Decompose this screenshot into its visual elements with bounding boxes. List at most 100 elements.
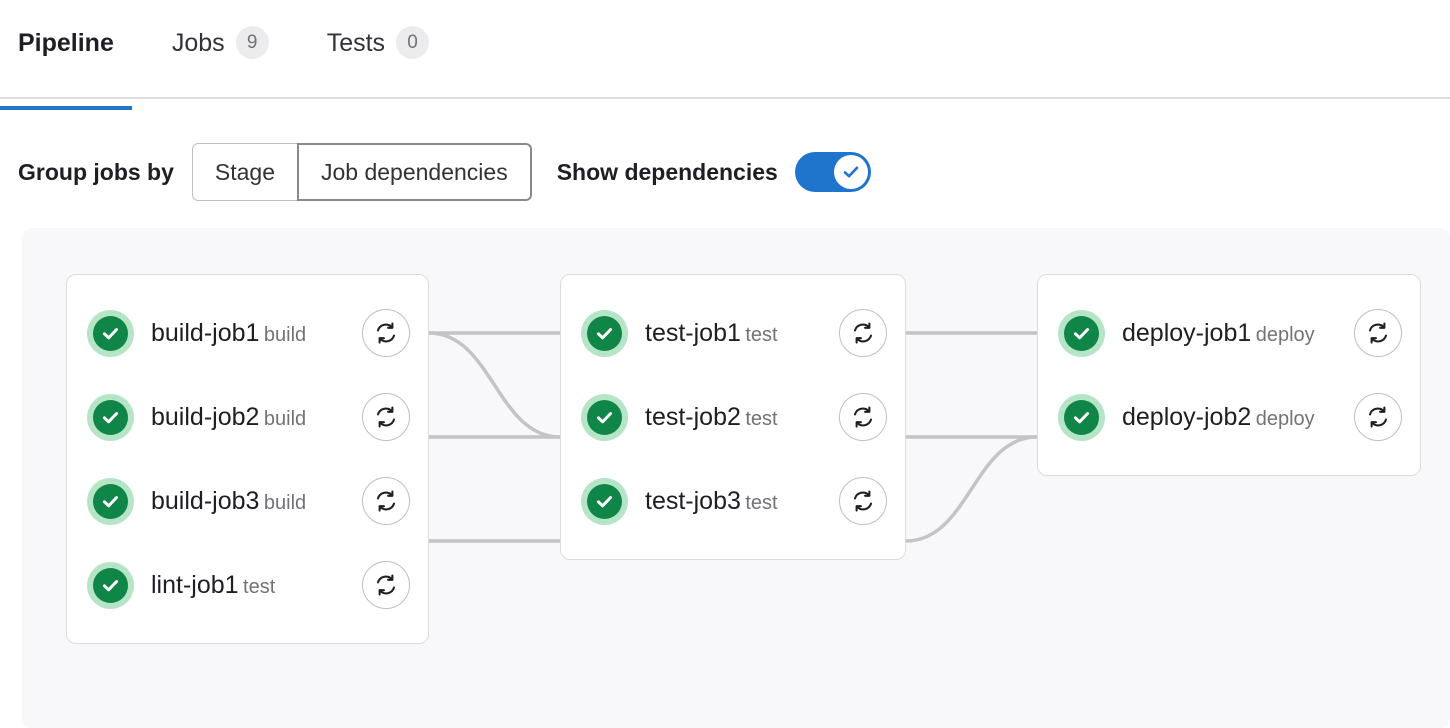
job-stage: test — [745, 491, 778, 514]
job-text: test-job2 test — [645, 403, 825, 432]
check-icon — [102, 411, 119, 423]
status-success-icon — [1058, 393, 1105, 441]
retry-button[interactable] — [362, 561, 410, 609]
job-row-test-job1[interactable]: test-job1 test — [561, 291, 905, 375]
status-success-icon — [87, 393, 134, 441]
job-name: build-job2 — [151, 402, 260, 431]
check-icon — [596, 327, 613, 339]
retry-button[interactable] — [839, 477, 887, 525]
job-text: deploy-job2 deploy — [1122, 403, 1340, 432]
job-name: test-job3 — [645, 486, 741, 515]
retry-icon — [1368, 406, 1388, 428]
job-row-build-job2[interactable]: build-job2 build — [67, 375, 428, 459]
link-test-job3-deploy-job2 — [904, 435, 1039, 543]
check-icon — [843, 166, 859, 178]
job-text: build-job2 build — [151, 403, 348, 432]
check-icon — [1073, 411, 1090, 423]
job-name: test-job2 — [645, 402, 741, 431]
retry-button[interactable] — [362, 309, 410, 357]
check-icon — [596, 495, 613, 507]
tab-jobs[interactable]: Jobs 9 — [172, 22, 293, 63]
job-card-group-1: build-job1 build — [66, 274, 429, 644]
retry-icon — [1368, 322, 1388, 344]
job-text: build-job3 build — [151, 487, 348, 516]
tab-pipeline-label: Pipeline — [18, 28, 114, 57]
job-row-lint-job1[interactable]: lint-job1 test — [67, 543, 428, 627]
job-row-build-job1[interactable]: build-job1 build — [67, 291, 428, 375]
retry-button[interactable] — [1354, 309, 1402, 357]
job-name: deploy-job2 — [1122, 402, 1252, 431]
job-stage: build — [263, 407, 307, 430]
job-card-group-2: test-job1 test — [560, 274, 906, 560]
tab-list: Pipeline Jobs 9 Tests 0 — [0, 22, 487, 110]
job-text: test-job3 test — [645, 487, 825, 516]
job-row-deploy-job2[interactable]: deploy-job2 deploy — [1038, 375, 1420, 459]
retry-button[interactable] — [839, 393, 887, 441]
retry-icon — [853, 322, 873, 344]
status-success-icon — [581, 309, 628, 357]
job-row-deploy-job1[interactable]: deploy-job1 deploy — [1038, 291, 1420, 375]
retry-icon — [853, 490, 873, 512]
group-jobs-by-label: Group jobs by — [18, 159, 174, 185]
tab-tests[interactable]: Tests 0 — [327, 22, 453, 63]
group-jobs-by-segmented-control[interactable]: Stage Job dependencies — [191, 143, 532, 201]
job-name: test-job1 — [645, 318, 741, 347]
retry-button[interactable] — [839, 309, 887, 357]
graph-column-1: build-job1 build — [66, 274, 429, 644]
status-success-icon — [581, 393, 628, 441]
check-icon — [102, 327, 119, 339]
job-stage: build — [263, 323, 307, 346]
graph-column-2: test-job1 test — [560, 274, 906, 560]
retry-icon — [376, 574, 396, 596]
check-icon — [102, 495, 119, 507]
tab-pipeline[interactable]: Pipeline — [0, 24, 138, 110]
job-text: lint-job1 test — [151, 571, 348, 600]
retry-icon — [853, 406, 873, 428]
job-stage: test — [745, 323, 778, 346]
retry-button[interactable] — [1354, 393, 1402, 441]
show-dependencies-label: Show dependencies — [556, 158, 778, 185]
job-text: deploy-job1 deploy — [1122, 319, 1340, 348]
job-name: build-job3 — [151, 486, 260, 515]
status-success-icon — [87, 561, 134, 609]
job-text: build-job1 build — [151, 319, 348, 348]
tab-tests-badge: 0 — [396, 26, 430, 59]
job-stage: test — [243, 575, 276, 598]
tab-active-underline — [0, 105, 132, 110]
segment-job-dependencies[interactable]: Job dependencies — [297, 143, 532, 201]
link-build-job1-test-job2 — [427, 331, 562, 439]
pipeline-graph-canvas: build-job1 build — [22, 228, 1450, 728]
job-row-build-job3[interactable]: build-job3 build — [67, 459, 428, 543]
job-stage: deploy — [1255, 407, 1315, 430]
check-icon — [102, 579, 119, 591]
job-row-test-job3[interactable]: test-job3 test — [561, 459, 905, 543]
check-icon — [596, 411, 613, 423]
show-dependencies-toggle[interactable] — [794, 152, 871, 192]
job-text: test-job1 test — [645, 319, 825, 348]
status-success-icon — [87, 309, 134, 357]
tab-jobs-label: Jobs — [171, 28, 225, 57]
show-dependencies-control: Show dependencies — [557, 152, 871, 192]
retry-icon — [376, 406, 396, 428]
job-name: build-job1 — [151, 318, 260, 347]
retry-button[interactable] — [362, 477, 410, 525]
job-stage: deploy — [1255, 323, 1315, 346]
tab-tests-label: Tests — [326, 28, 386, 57]
retry-icon — [376, 322, 396, 344]
toggle-knob — [833, 155, 868, 189]
job-name: lint-job1 — [151, 570, 239, 599]
tab-jobs-badge: 9 — [235, 26, 269, 59]
status-success-icon — [581, 477, 628, 525]
retry-icon — [376, 490, 396, 512]
pipeline-tab-bar: Pipeline Jobs 9 Tests 0 — [0, 0, 1450, 110]
graph-controls: Group jobs by Stage Job dependencies Sho… — [0, 136, 1450, 208]
job-card-group-3: deploy-job1 deploy — [1037, 274, 1421, 476]
job-stage: build — [263, 491, 307, 514]
check-icon — [1073, 327, 1090, 339]
retry-button[interactable] — [362, 393, 410, 441]
job-stage: test — [745, 407, 778, 430]
status-success-icon — [1058, 309, 1105, 357]
segment-stage[interactable]: Stage — [191, 143, 297, 201]
job-row-test-job2[interactable]: test-job2 test — [561, 375, 905, 459]
graph-column-3: deploy-job1 deploy — [1037, 274, 1421, 476]
